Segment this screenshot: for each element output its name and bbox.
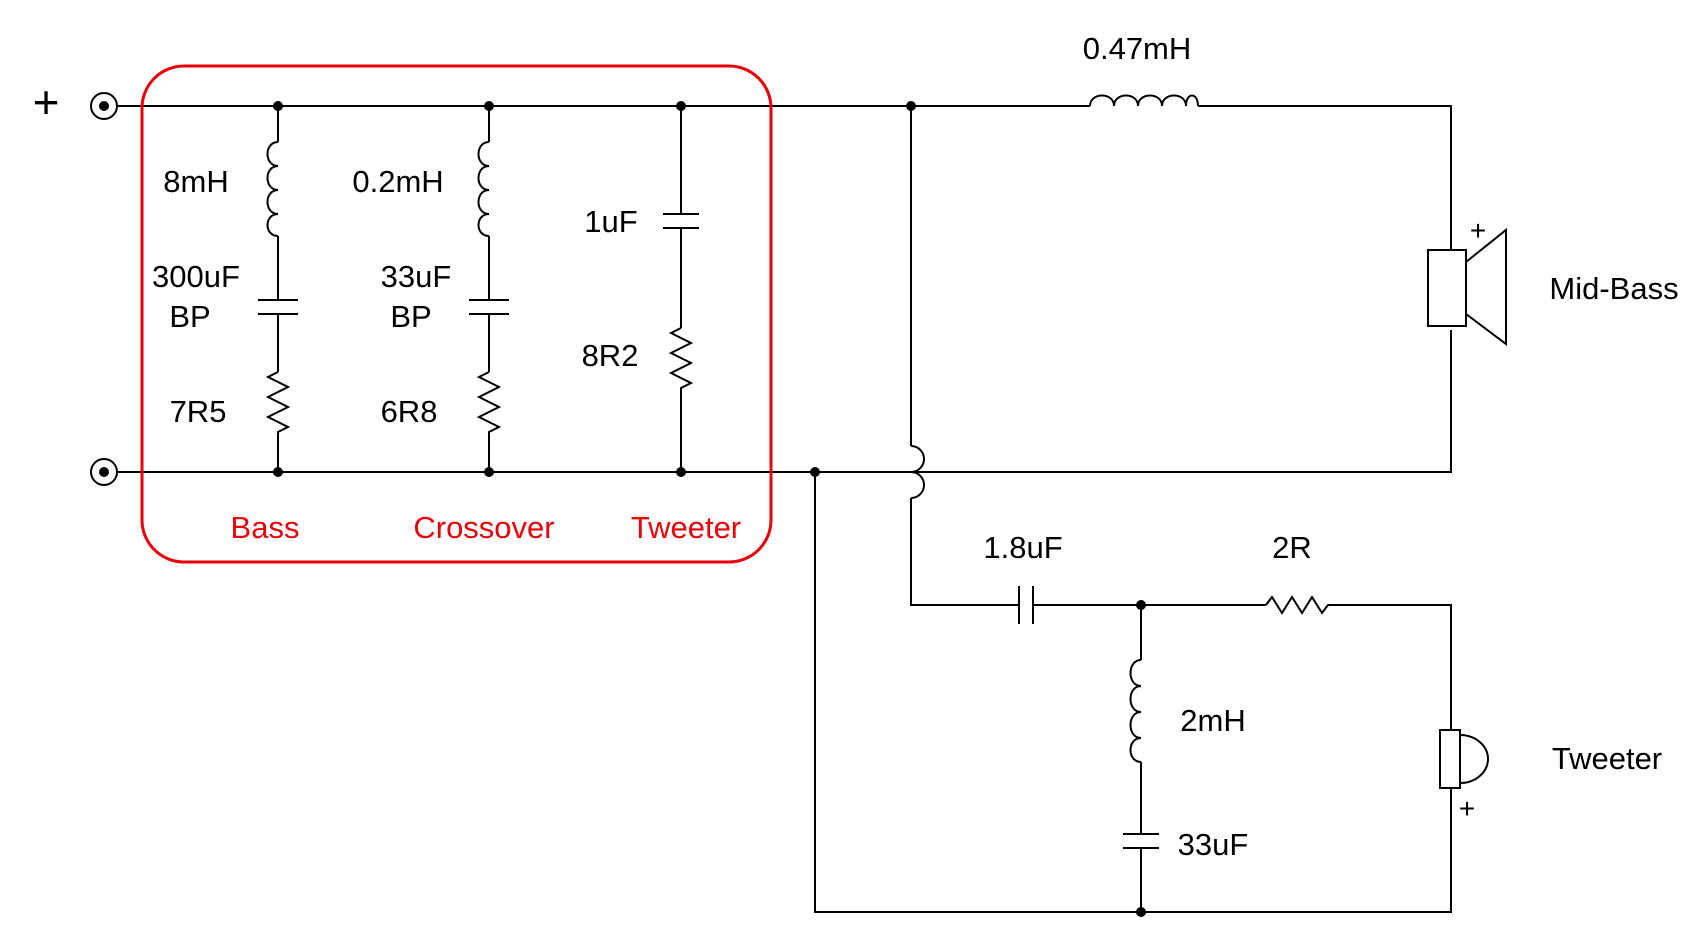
tweeter-feed xyxy=(910,106,1015,606)
tweeter-driver-label: Tweeter xyxy=(1552,741,1662,776)
shunt-capacitor-icon xyxy=(1123,833,1159,849)
bass-inductor-label: 8mH xyxy=(163,164,228,199)
bass-resistor-icon xyxy=(265,371,291,438)
tweeter-notch-resistor-icon xyxy=(668,327,694,394)
tweeter-notch-capacitor-icon xyxy=(663,213,699,229)
tweeter-notch-branch xyxy=(663,106,699,472)
series-resistor-label: 2R xyxy=(1272,530,1312,565)
midbass-inductor-label: 0.47mH xyxy=(1083,31,1192,66)
junction-dots xyxy=(273,101,1146,917)
top-rail xyxy=(117,105,1452,250)
plus-sign: + xyxy=(33,76,60,128)
crossover-capacitor-type-label: BP xyxy=(390,299,431,334)
midbass-inductor-icon xyxy=(1089,94,1199,107)
crossover-resistor-label: 6R8 xyxy=(381,394,438,429)
bass-resistor-label: 7R5 xyxy=(170,394,227,429)
crossover-branch xyxy=(469,106,509,472)
bass-inductor-icon xyxy=(266,141,279,237)
midbass-speaker-icon xyxy=(1427,227,1507,346)
crossover-inductor-label: 0.2mH xyxy=(352,164,443,199)
bottom-rail xyxy=(117,330,1452,499)
series-capacitor-icon xyxy=(1018,586,1034,624)
minus-terminal[interactable] xyxy=(90,458,118,486)
tweeter-speaker-icon xyxy=(1439,729,1489,789)
plus-terminal[interactable] xyxy=(90,92,118,120)
midbass-polarity-label: + xyxy=(1470,215,1486,246)
midbass-driver-label: Mid-Bass xyxy=(1549,271,1678,306)
bass-branch xyxy=(258,106,298,472)
crossover-group-label: Crossover xyxy=(413,510,554,545)
shunt-capacitor-label: 33uF xyxy=(1178,827,1249,862)
crossover-capacitor-icon xyxy=(469,299,509,315)
crossover-resistor-icon xyxy=(476,371,502,438)
shunt-inductor-icon xyxy=(1129,659,1142,763)
notch-filter-box xyxy=(140,64,773,564)
tweeter-notch-capacitor-label: 1uF xyxy=(584,204,637,239)
bass-capacitor-label: 300uF xyxy=(152,259,240,294)
tweeter-notch-resistor-label: 8R2 xyxy=(582,338,639,373)
series-resistor-icon xyxy=(1265,595,1452,730)
series-capacitor-label: 1.8uF xyxy=(983,530,1062,565)
shunt-inductor-label: 2mH xyxy=(1180,703,1245,738)
crossover-capacitor-label: 33uF xyxy=(381,259,452,294)
tweeter-group-label: Tweeter xyxy=(631,510,741,545)
bass-group-label: Bass xyxy=(231,510,300,545)
crossover-inductor-icon xyxy=(477,141,490,237)
return-wire xyxy=(814,472,1452,913)
bass-capacitor-icon xyxy=(258,299,298,315)
bass-capacitor-type-label: BP xyxy=(169,299,210,334)
tweeter-polarity-label: + xyxy=(1459,793,1475,824)
